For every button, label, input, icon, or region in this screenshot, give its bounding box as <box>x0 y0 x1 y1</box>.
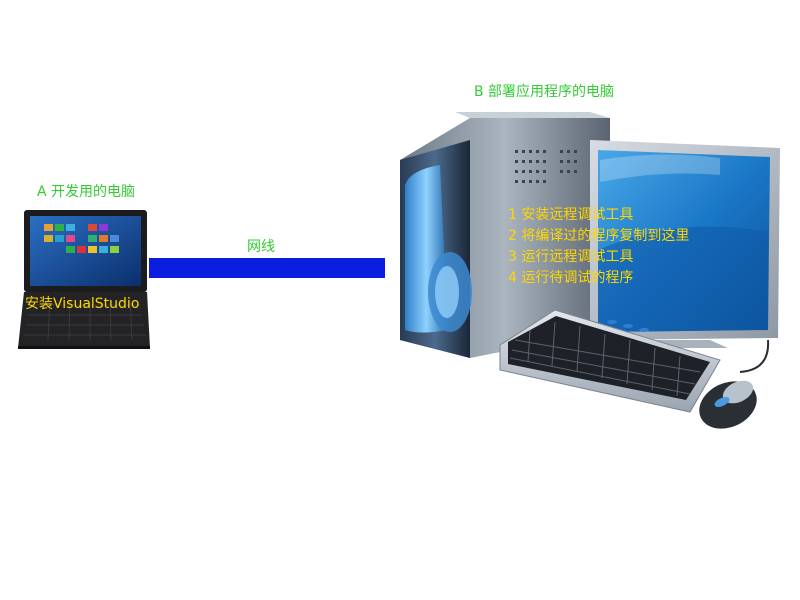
laptop-tiles <box>44 224 119 253</box>
step-item: 4 运行待调试的程序 <box>508 270 634 286</box>
network-cable <box>149 258 385 278</box>
laptop-keys <box>24 297 146 341</box>
mouse <box>699 339 770 429</box>
step-item: 1 安装远程调试工具 <box>508 207 634 223</box>
computer-a-title: A 开发用的电脑 <box>37 184 136 200</box>
computer-b-steps: 1 安装远程调试工具 2 将编译过的程序复制到这里 3 运行远程调试工具 4 运… <box>508 205 689 289</box>
monitor <box>590 140 780 348</box>
laptop <box>18 210 150 349</box>
step-item: 2 将编译过的程序复制到这里 <box>508 228 690 244</box>
computer-a-install-label: 安装VisualStudio <box>25 296 140 312</box>
computer-b-title: B 部署应用程序的电脑 <box>474 84 615 100</box>
tower-vents <box>515 150 577 183</box>
step-item: 3 运行远程调试工具 <box>508 249 634 265</box>
tower <box>400 112 610 358</box>
laptop-base <box>18 292 150 348</box>
network-label: 网线 <box>247 239 275 255</box>
keyboard <box>499 309 721 413</box>
keyboard-keys <box>509 321 701 397</box>
keyboard-media-keys <box>607 320 649 332</box>
